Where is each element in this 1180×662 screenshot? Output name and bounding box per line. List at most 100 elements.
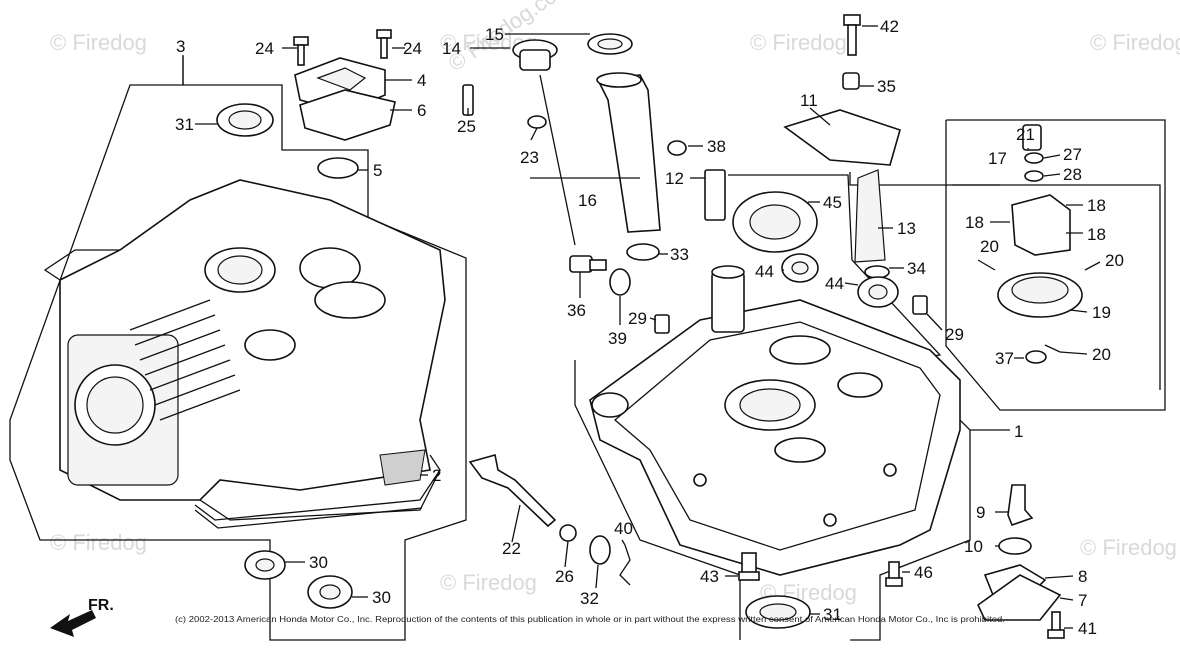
callout-14: 14 xyxy=(442,39,461,58)
callout-33: 33 xyxy=(670,245,689,264)
callout-19: 19 xyxy=(1092,303,1111,322)
oil-seal-inner xyxy=(759,603,797,621)
gasket-part-2-edge xyxy=(194,507,423,529)
callout-29: 29 xyxy=(628,309,647,328)
watermark: © Firedog xyxy=(50,30,147,55)
callout-20: 20 xyxy=(980,237,999,256)
oil-cap-body xyxy=(519,49,551,71)
breather-cover-window xyxy=(316,67,367,91)
crankcase-cover xyxy=(589,265,961,576)
callout-16: 16 xyxy=(578,191,597,210)
callout-20: 20 xyxy=(1105,251,1124,270)
cylinder-block xyxy=(43,179,446,521)
dipstick-rod xyxy=(539,74,576,246)
callout-31: 31 xyxy=(175,115,194,134)
callout-30: 30 xyxy=(372,588,391,607)
plate-part-11 xyxy=(783,109,901,166)
front-arrow-icon xyxy=(50,610,96,637)
callout-5: 5 xyxy=(373,161,382,180)
pin-part-20 xyxy=(977,259,996,271)
callout-12: 12 xyxy=(665,169,684,188)
o-ring-part-33 xyxy=(626,243,660,261)
group-outlines xyxy=(9,56,1166,641)
bearing-inner xyxy=(868,284,888,300)
callout-23: 23 xyxy=(520,148,539,167)
callout-6: 6 xyxy=(417,101,426,120)
callout-32: 32 xyxy=(580,589,599,608)
callout-40: 40 xyxy=(614,519,633,538)
gear-part-19-hub xyxy=(1011,276,1069,304)
shaft-part-21 xyxy=(1022,124,1042,151)
callout-18: 18 xyxy=(965,213,984,232)
bolt-part-24 xyxy=(293,36,309,66)
o-ring-part-34 xyxy=(864,265,890,279)
watermark: © Firedog xyxy=(50,530,147,555)
governor-subgroup-outline xyxy=(952,184,1161,390)
bolt-part-41 xyxy=(1047,611,1065,639)
callout-4: 4 xyxy=(417,71,426,90)
plate-part-7 xyxy=(976,574,1062,621)
callout-28: 28 xyxy=(1063,165,1082,184)
callout-17: 17 xyxy=(988,149,1007,168)
bearing-inner xyxy=(791,261,809,275)
callout-11: 11 xyxy=(800,91,818,110)
watermark: © Firedog xyxy=(440,570,537,595)
nut-part-10 xyxy=(998,537,1032,555)
governor-link-line xyxy=(849,172,1000,186)
callout-24: 24 xyxy=(403,39,422,58)
callout-37: 37 xyxy=(995,349,1014,368)
pin-part-20 xyxy=(1044,344,1061,353)
copyright-notice: (c) 2002-2013 American Honda Motor Co., … xyxy=(175,615,1005,624)
callout-39: 39 xyxy=(608,329,627,348)
callout-labels: 3 24 24 14 15 42 4 35 6 31 25 11 38 23 5… xyxy=(175,17,1124,638)
callout-15: 15 xyxy=(485,25,504,44)
plug-part-5 xyxy=(317,157,359,179)
callout-13: 13 xyxy=(897,219,916,238)
shaft-part-22 xyxy=(468,453,557,528)
watermark: © Firedog xyxy=(750,30,847,55)
washer-part-37 xyxy=(1025,350,1047,364)
pin-part-20 xyxy=(1084,261,1101,271)
bolt-part-43 xyxy=(738,552,760,581)
callout-44: 44 xyxy=(825,274,844,293)
callout-3: 3 xyxy=(176,37,185,56)
washer-part-26 xyxy=(559,524,577,542)
callout-38: 38 xyxy=(707,137,726,156)
weight-part-18 xyxy=(1011,194,1071,256)
gasket-part-2 xyxy=(194,454,441,521)
watermark: © Firedog xyxy=(1090,30,1180,55)
crankcase-left-outline xyxy=(574,360,741,640)
washer-part-38 xyxy=(667,140,687,156)
front-label: FR. xyxy=(88,597,114,614)
bolt-part-42 xyxy=(843,14,861,56)
callout-9: 9 xyxy=(976,503,985,522)
callout-46: 46 xyxy=(914,563,933,582)
oil-filler-tube-mouth xyxy=(596,72,642,88)
callout-35: 35 xyxy=(877,77,896,96)
dowel-part-35 xyxy=(842,72,860,90)
watermark: © Firedog xyxy=(1080,535,1177,560)
callout-18: 18 xyxy=(1087,225,1106,244)
callout-41: 41 xyxy=(1078,619,1097,638)
callout-10: 10 xyxy=(964,537,983,556)
callout-7: 7 xyxy=(1078,591,1087,610)
front-direction-indicator: FR. xyxy=(50,597,114,637)
callout-42: 42 xyxy=(880,17,899,36)
washer-part-39 xyxy=(609,268,631,296)
callout-31: 31 xyxy=(823,605,842,624)
callout-25: 25 xyxy=(457,117,476,136)
callout-36: 36 xyxy=(567,301,586,320)
drain-bolt-part-36 xyxy=(569,255,607,273)
breather-gasket-part-6 xyxy=(299,89,396,141)
callout-21: 21 xyxy=(1016,125,1035,144)
callout-20: 20 xyxy=(1092,345,1111,364)
clip-part-40 xyxy=(619,544,631,586)
callout-1: 1 xyxy=(1014,422,1023,441)
callout-8: 8 xyxy=(1078,567,1087,586)
callout-30: 30 xyxy=(309,553,328,572)
shaft-part-9 xyxy=(1007,484,1034,527)
screen-part-13 xyxy=(854,169,886,263)
oil-filler-tube-part-16 xyxy=(596,74,661,233)
